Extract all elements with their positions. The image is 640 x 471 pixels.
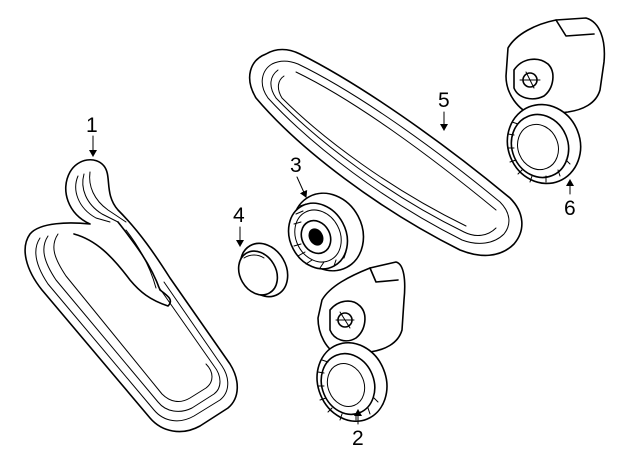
part-3-pulley xyxy=(287,192,365,272)
svg-text:3: 3 xyxy=(290,154,302,177)
callout-6: 6 xyxy=(564,179,576,220)
part-2-tensioner xyxy=(316,261,406,423)
part-4-cap xyxy=(237,242,289,298)
callout-1: 1 xyxy=(86,114,98,157)
svg-text:5: 5 xyxy=(438,89,450,112)
svg-text:6: 6 xyxy=(564,197,576,220)
callout-5: 5 xyxy=(438,89,450,131)
callout-4: 4 xyxy=(233,204,245,247)
callout-3: 3 xyxy=(290,154,308,198)
svg-text:2: 2 xyxy=(352,427,364,450)
part-6-tensioner xyxy=(505,17,606,185)
callout-2: 2 xyxy=(352,409,364,450)
svg-text:4: 4 xyxy=(233,204,245,227)
part-1-belt xyxy=(24,159,239,433)
part-5-belt xyxy=(248,48,523,257)
svg-text:1: 1 xyxy=(86,114,98,137)
